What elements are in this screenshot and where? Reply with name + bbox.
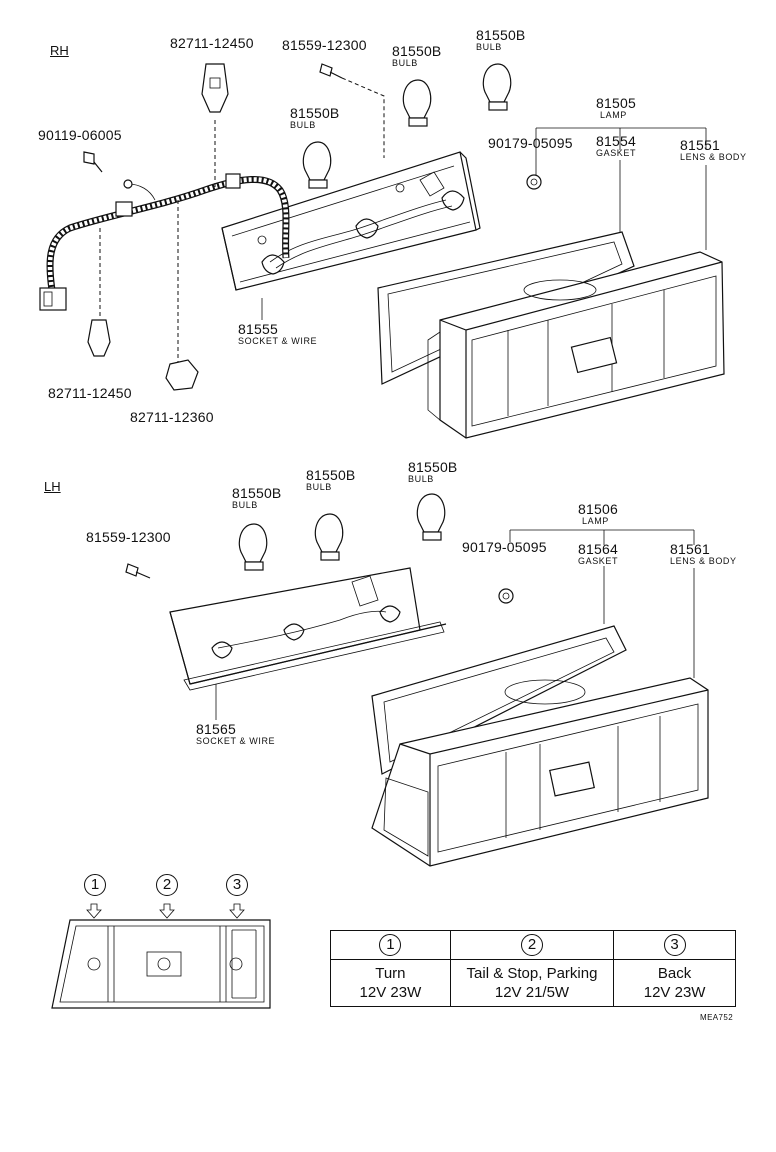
rh-socket-plate bbox=[221, 151, 481, 291]
rh-part-81551-lens-body-desc: LENS & BODY bbox=[680, 152, 747, 162]
lh-part-81550b-bulb-left: 81550B bbox=[232, 485, 282, 501]
rh-part-90119-06005: 90119-06005 bbox=[38, 127, 122, 143]
rh-lens-body bbox=[427, 251, 725, 439]
lh-part-81564-gasket-desc: GASKET bbox=[578, 556, 619, 566]
legend-marker-3: 3 bbox=[226, 874, 248, 896]
rh-part-82711-12450-top: 82711-12450 bbox=[170, 35, 254, 51]
rh-part-81559-12300: 81559-12300 bbox=[282, 37, 367, 53]
rh-part-90179-05095: 90179-05095 bbox=[488, 135, 573, 151]
rh-part-81550b-bulb-mid: 81550B bbox=[392, 43, 442, 59]
rh-leader-lines bbox=[261, 127, 707, 320]
lh-part-81550b-bulb-left-desc: BULB bbox=[232, 500, 258, 510]
rh-part-82711-12360: 82711-12360 bbox=[130, 409, 214, 425]
rh-part-81550b-bulb-right: 81550B bbox=[476, 27, 526, 43]
rh-part-81550b-bulb-left-desc: BULB bbox=[290, 120, 316, 130]
spec-header-2: 2 bbox=[449, 930, 615, 960]
lh-part-81565-socket-wire: 81565 bbox=[196, 721, 236, 737]
rh-dashed-lines bbox=[99, 77, 385, 362]
lh-socket-plate bbox=[169, 567, 447, 691]
rh-part-81554-gasket: 81554 bbox=[596, 133, 636, 149]
lh-part-81506-lamp: 81506 bbox=[578, 501, 618, 517]
lh-small-parts bbox=[125, 563, 514, 604]
lh-part-81550b-bulb-right: 81550B bbox=[408, 459, 458, 475]
rh-bulbs bbox=[302, 63, 512, 189]
lh-part-81550b-bulb-mid: 81550B bbox=[306, 467, 356, 483]
lh-part-90179-05095: 90179-05095 bbox=[462, 539, 547, 555]
lh-part-81506-lamp-desc: LAMP bbox=[582, 516, 609, 526]
lh-part-81561-lens-body-desc: LENS & BODY bbox=[670, 556, 737, 566]
spec-header-3: 3 bbox=[613, 930, 736, 960]
spec-header-1: 1 bbox=[330, 930, 451, 960]
lh-section-label: LH bbox=[44, 479, 61, 494]
rh-section-label: RH bbox=[50, 43, 69, 58]
legend-marker-1: 1 bbox=[84, 874, 106, 896]
rh-part-81551-lens-body: 81551 bbox=[680, 137, 720, 153]
rh-part-81550b-bulb-right-desc: BULB bbox=[476, 42, 502, 52]
lh-bulbs bbox=[238, 493, 446, 571]
rh-part-81505-lamp-desc: LAMP bbox=[600, 110, 627, 120]
rh-wire-harness bbox=[39, 173, 290, 311]
lh-part-81550b-bulb-right-desc: BULB bbox=[408, 474, 434, 484]
diagram-code: MEA752 bbox=[700, 1013, 734, 1022]
rh-part-81550b-bulb-left: 81550B bbox=[290, 105, 340, 121]
legend-lamp bbox=[51, 903, 271, 1009]
lh-lens-body bbox=[371, 677, 709, 867]
rh-part-81555-socket-wire-desc: SOCKET & WIRE bbox=[238, 336, 318, 346]
lh-leader-lines bbox=[215, 529, 695, 720]
rh-part-81550b-bulb-mid-desc: BULB bbox=[392, 58, 418, 68]
lh-part-81559-12300: 81559-12300 bbox=[86, 529, 171, 545]
legend-marker-2: 2 bbox=[156, 874, 178, 896]
lh-part-81565-socket-wire-desc: SOCKET & WIRE bbox=[196, 736, 276, 746]
rh-part-81554-gasket-desc: GASKET bbox=[596, 148, 637, 158]
lh-part-81550b-bulb-mid-desc: BULB bbox=[306, 482, 332, 492]
rh-small-parts bbox=[83, 63, 542, 391]
lh-part-81561-lens-body: 81561 bbox=[670, 541, 710, 557]
lh-part-81564-gasket: 81564 bbox=[578, 541, 618, 557]
rh-part-82711-12450-bottom: 82711-12450 bbox=[48, 385, 132, 401]
rh-part-81555-socket-wire: 81555 bbox=[238, 321, 278, 337]
rh-part-81505-lamp: 81505 bbox=[596, 95, 636, 111]
